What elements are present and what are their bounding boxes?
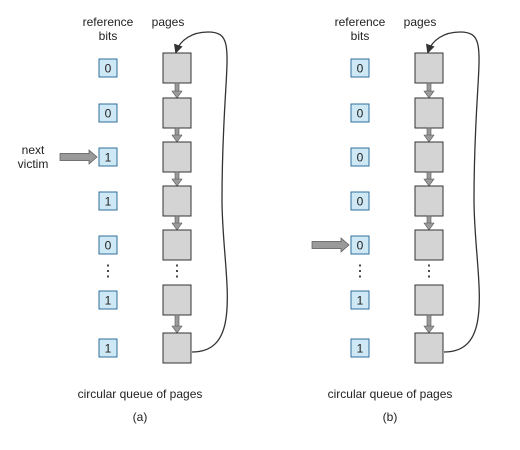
reference-bit-box	[350, 191, 370, 211]
reference-bit-value: 0	[105, 62, 112, 76]
panel-b-caption: circular queue of pages	[328, 387, 453, 401]
reference-bit-value: 1	[105, 342, 112, 356]
page-link-arrow-head	[423, 222, 435, 231]
reference-bit-value: 0	[357, 151, 364, 165]
panel-a-pages	[162, 52, 192, 364]
page-box	[414, 284, 444, 316]
page-box	[414, 141, 444, 173]
panel-b: reference bits pages 0 0 0 0 0 1 1 ⋮ ⋮ circula…	[311, 15, 480, 424]
panel-b-circular-loop-arrow	[425, 31, 480, 353]
reference-bit-box	[350, 58, 370, 78]
reference-bit-value: 1	[357, 342, 364, 356]
reference-bit-value: 0	[357, 195, 364, 209]
panel-a-circular-loop-arrow	[173, 31, 228, 353]
page-box	[162, 52, 192, 84]
panel-b-pages-ellipsis: ⋮	[421, 263, 437, 280]
reference-bit-box	[98, 103, 118, 123]
page-link-arrow-head	[423, 134, 435, 143]
page-box	[414, 332, 444, 364]
page-box	[162, 97, 192, 129]
page-link-arrow-shaft	[174, 82, 180, 93]
page-link-arrow-head	[171, 222, 183, 231]
reference-bit-box	[350, 103, 370, 123]
reference-bit-value: 1	[105, 195, 112, 209]
panel-a-pages-ellipsis: ⋮	[169, 263, 185, 280]
panel-a-header-bits-line1: reference	[83, 15, 134, 29]
pointer-arrow-shape	[311, 237, 350, 253]
reference-bit-box	[350, 290, 370, 310]
reference-bit-box	[350, 338, 370, 358]
reference-bit-box	[350, 235, 370, 255]
page-link-arrow-head	[171, 134, 183, 143]
reference-bit-value: 0	[105, 239, 112, 253]
panel-a: reference bits pages next victim 0 0 1 1 0 1 1…	[18, 15, 228, 424]
panel-b-header-bits-line2: bits	[351, 29, 370, 43]
page-link-arrow-head	[171, 90, 183, 99]
page-box	[162, 185, 192, 217]
reference-bit-value: 0	[105, 107, 112, 121]
reference-bit-value: 0	[357, 239, 364, 253]
panel-a-pointer-label-line1: next	[22, 143, 45, 157]
page-box	[162, 141, 192, 173]
page-link-arrow-head	[423, 178, 435, 187]
panel-b-header-pages: pages	[404, 15, 437, 29]
page-link-arrow-shaft	[426, 314, 432, 328]
page-box	[414, 185, 444, 217]
reference-bit-box	[98, 338, 118, 358]
reference-bit-value: 1	[105, 151, 112, 165]
reference-bit-box	[350, 147, 370, 167]
panel-a-bits-ellipsis: ⋮	[100, 263, 116, 280]
reference-bit-box	[98, 235, 118, 255]
page-box	[414, 52, 444, 84]
reference-bit-value: 0	[357, 62, 364, 76]
panel-b-bits-ellipsis: ⋮	[352, 263, 368, 280]
page-box	[414, 97, 444, 129]
page-link-arrow-shaft	[174, 314, 180, 328]
panel-a-caption: circular queue of pages	[78, 387, 203, 401]
reference-bit-value: 1	[357, 294, 364, 308]
page-box	[162, 332, 192, 364]
panel-a-reference-bits: 0 0 1 1 0 1 1	[98, 58, 118, 358]
panel-b-next-victim-arrow	[311, 237, 350, 253]
page-link-arrow-head	[423, 90, 435, 99]
reference-bit-box	[98, 58, 118, 78]
reference-bit-box	[98, 191, 118, 211]
reference-bit-box	[98, 147, 118, 167]
pointer-arrow-shape	[59, 149, 98, 165]
panel-b-reference-bits: 0 0 0 0 0 1 1	[350, 58, 370, 358]
page-box	[162, 284, 192, 316]
page-link-arrow-head	[423, 325, 435, 334]
page-box	[414, 229, 444, 261]
page-link-arrow-head	[171, 325, 183, 334]
page-link-arrow-shaft	[426, 82, 432, 93]
reference-bit-value: 1	[105, 294, 112, 308]
reference-bit-value: 0	[357, 107, 364, 121]
panel-b-pages	[414, 52, 444, 364]
panel-a-header-pages: pages	[152, 15, 185, 29]
panel-a-header-bits-line2: bits	[99, 29, 118, 43]
panel-a-next-victim-arrow	[59, 149, 98, 165]
page-link-arrow-head	[171, 178, 183, 187]
reference-bit-box	[98, 290, 118, 310]
panel-a-label: (a)	[133, 410, 148, 424]
page-box	[162, 229, 192, 261]
panel-b-header-bits-line1: reference	[335, 15, 386, 29]
panel-a-pointer-label-line2: victim	[18, 157, 49, 171]
panel-b-label: (b)	[383, 410, 398, 424]
